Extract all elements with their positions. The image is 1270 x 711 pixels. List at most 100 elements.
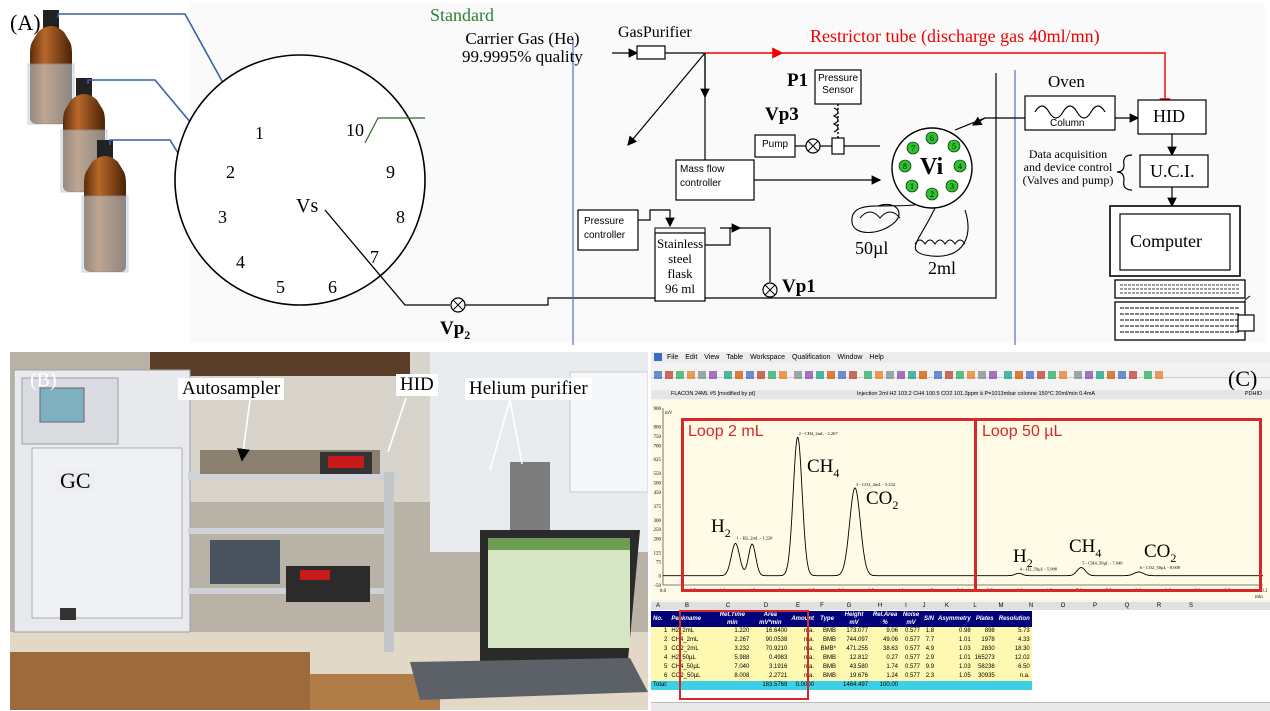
toolbar-button-icon[interactable] xyxy=(897,371,905,379)
toolbar-button-icon[interactable] xyxy=(1118,371,1126,379)
toolbar-button-icon[interactable] xyxy=(849,371,857,379)
toolbar-button-icon[interactable] xyxy=(1074,371,1082,379)
y-unit-label: mV xyxy=(665,411,673,416)
toolbar-button-icon[interactable] xyxy=(908,371,916,379)
sheet-column-letter: M xyxy=(998,603,1004,609)
menu-item-qualification[interactable]: Qualification xyxy=(791,354,831,361)
toolbar-button-icon[interactable] xyxy=(757,371,765,379)
toolbar-button-icon[interactable] xyxy=(967,371,975,379)
toolbar-button-icon[interactable] xyxy=(665,371,673,379)
toolbar-button-icon[interactable] xyxy=(1004,371,1012,379)
table-header-cell: Rel.Area% xyxy=(870,611,901,627)
toolbar-button-icon[interactable] xyxy=(945,371,953,379)
table-total-cell: Total: xyxy=(651,681,670,690)
toolbar-button-icon[interactable] xyxy=(1026,371,1034,379)
toolbar-button-icon[interactable] xyxy=(698,371,706,379)
toolbar-button-icon[interactable] xyxy=(1048,371,1056,379)
table-cell: BMB xyxy=(816,654,839,663)
toolbar-button-icon[interactable] xyxy=(838,371,846,379)
data-acq-line2: and device control xyxy=(1023,160,1113,174)
toolbar-button-icon[interactable] xyxy=(875,371,883,379)
toolbar-button-icon[interactable] xyxy=(864,371,872,379)
table-cell: 0.577 xyxy=(900,627,923,636)
peak-label-h2-50: 4 - H2_50µL - 5.988 xyxy=(1020,566,1058,571)
menu-item-workspace[interactable]: Workspace xyxy=(750,354,785,361)
toolbar-button-icon[interactable] xyxy=(794,371,802,379)
y-tick-label: -50 xyxy=(654,584,661,589)
table-cell: n.a. xyxy=(996,672,1032,681)
toolbar-button-icon[interactable] xyxy=(1155,371,1163,379)
toolbar-button-icon[interactable] xyxy=(919,371,927,379)
menu-item-window[interactable]: Window xyxy=(837,354,863,361)
table-cell: 1978 xyxy=(972,636,997,645)
vi-port-dot xyxy=(953,159,967,173)
toolbar-button-icon[interactable] xyxy=(989,371,997,379)
toolbar-button-icon[interactable] xyxy=(676,371,684,379)
vs-label: Vs xyxy=(296,195,318,217)
pressure-controller-text: Pressure controller xyxy=(584,215,625,243)
table-cell: BMB xyxy=(816,663,839,672)
table-total-cell xyxy=(900,681,923,690)
table-cell: 4 xyxy=(651,654,670,663)
toolbar-button-icon[interactable] xyxy=(886,371,894,379)
table-total-cell xyxy=(996,681,1032,690)
vi-label: Vi xyxy=(920,154,944,180)
toolbar-button-icon[interactable] xyxy=(934,371,942,379)
table-cell: 19.676 xyxy=(838,672,871,681)
table-cell: 38.63 xyxy=(870,645,901,654)
toolbar-button-icon[interactable] xyxy=(768,371,776,379)
toolbar-button-icon[interactable] xyxy=(827,371,835,379)
toolbar-button-icon[interactable] xyxy=(1096,371,1104,379)
valve-vp1 xyxy=(762,282,778,298)
toolbar-button-icon[interactable] xyxy=(1107,371,1115,379)
toolbar-button-icon[interactable] xyxy=(724,371,732,379)
toolbar-button-icon[interactable] xyxy=(746,371,754,379)
table-header-cell: Resolution xyxy=(996,611,1032,627)
sheet-column-letter: D xyxy=(763,603,769,609)
toolbar-button-icon[interactable] xyxy=(735,371,743,379)
vs-port-7: 7 xyxy=(370,247,379,267)
toolbar-button-icon[interactable] xyxy=(1059,371,1067,379)
table-header-cell: Type xyxy=(816,611,839,627)
toolbar-button-icon[interactable] xyxy=(1129,371,1137,379)
menu-item-help[interactable]: Help xyxy=(869,354,884,361)
toolbar-button-icon[interactable] xyxy=(956,371,964,379)
toolbar-button-icon[interactable] xyxy=(1015,371,1023,379)
menu-item-view[interactable]: View xyxy=(704,354,720,361)
table-cell: 8.008 xyxy=(713,672,752,681)
gc-label: GC xyxy=(56,470,95,492)
vs-port-8: 8 xyxy=(396,207,405,227)
table-cell: 12.02 xyxy=(996,654,1032,663)
table-cell: 1.74 xyxy=(870,663,901,672)
table-header-cell: Amount xyxy=(789,611,817,627)
toolbar-button-icon[interactable] xyxy=(687,371,695,379)
menu-item-table[interactable]: Table xyxy=(726,354,744,361)
table-cell: CO2_2mL xyxy=(669,645,714,654)
menu-item-file[interactable]: File xyxy=(666,354,679,361)
toolbar-button-icon[interactable] xyxy=(709,371,717,379)
toolbar-button-icon[interactable] xyxy=(978,371,986,379)
toolbar-button-icon[interactable] xyxy=(805,371,813,379)
table-cell: 0.577 xyxy=(900,636,923,645)
co2-2ml-species: CO2 xyxy=(866,488,898,513)
table-cell: 7.040 xyxy=(713,663,752,672)
toolbar-button-icon[interactable] xyxy=(1144,371,1152,379)
loop-2ml-label: 2ml xyxy=(928,258,957,278)
toolbar-button-icon[interactable] xyxy=(816,371,824,379)
table-cell: 6 xyxy=(651,672,670,681)
toolbar-button-icon[interactable] xyxy=(654,371,662,379)
toolbar-button-icon[interactable] xyxy=(1037,371,1045,379)
menu-item-edit[interactable]: Edit xyxy=(685,354,698,361)
vs-port-4: 4 xyxy=(236,252,245,272)
sheet-column-letter: S xyxy=(1188,603,1193,609)
toolbar-button-icon[interactable] xyxy=(779,371,787,379)
loop-2ml-box xyxy=(681,418,977,592)
toolbar-button-icon[interactable] xyxy=(1085,371,1093,379)
